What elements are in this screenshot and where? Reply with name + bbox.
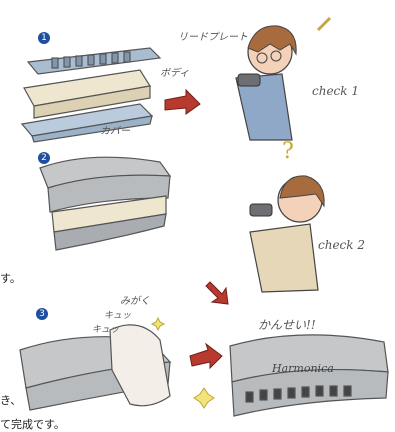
label-sparkle-b: キュッ <box>92 322 119 335</box>
sparkle-icon <box>194 388 214 408</box>
label-polish: みがく <box>120 292 150 307</box>
brand-on-harmonica: Harmonica <box>272 362 334 375</box>
child-step2: ? <box>250 139 324 292</box>
step-2-badge: 2 <box>38 152 50 164</box>
svg-text:?: ? <box>282 139 294 164</box>
left-text-line1: す。 <box>0 270 21 286</box>
left-text-line3: て完成です。 <box>0 416 65 432</box>
arrow-step2 <box>206 282 228 304</box>
step-3-badge: 3 <box>36 308 48 320</box>
child-step1 <box>236 18 330 140</box>
left-text-line2: き、 <box>0 392 21 408</box>
label-reed-plate: リードプレート <box>178 28 248 43</box>
harmonica-exploded-parts <box>22 48 160 142</box>
arrow-step3 <box>190 344 222 368</box>
label-body: ボディ <box>160 64 189 79</box>
harmonica-step2 <box>40 157 170 250</box>
sparkle-icon <box>152 318 164 330</box>
harmonica-step3 <box>20 325 170 410</box>
label-cover: カバー <box>100 122 130 137</box>
check-2-label: check 2 <box>318 238 365 252</box>
label-sparkle-a: キュッ <box>104 308 131 321</box>
check-1-label: check 1 <box>312 84 359 98</box>
arrow-step1 <box>165 90 200 114</box>
speech-complete: かんせい!! <box>258 316 316 333</box>
harmonica-finished <box>230 335 388 416</box>
